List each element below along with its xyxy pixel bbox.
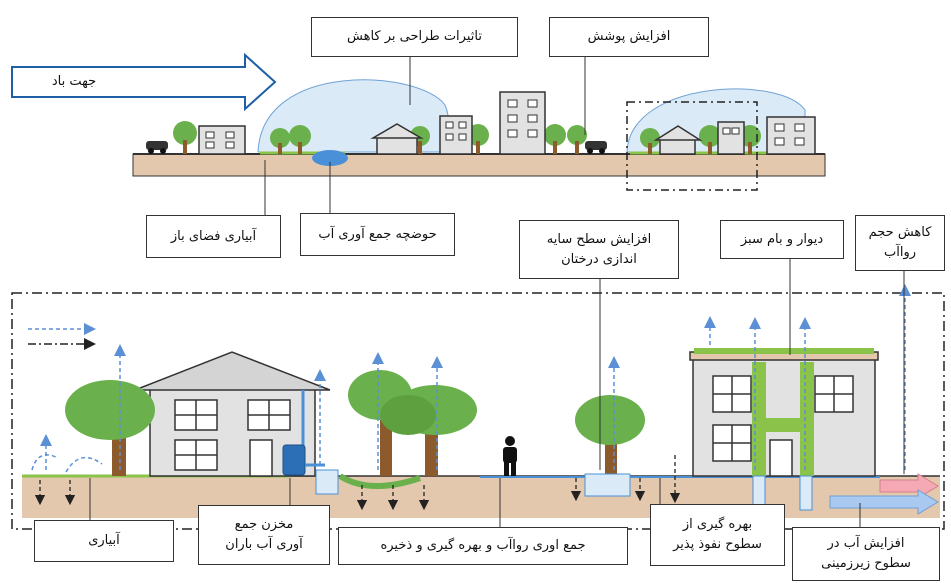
open-space-irrigation-label: آبیاری فضای باز — [146, 215, 281, 258]
infiltration-box — [584, 473, 631, 497]
house-t1 — [376, 136, 418, 155]
bottom-ground — [22, 476, 940, 518]
water-collection-pool-label: حوضچه جمع آوری آب — [300, 213, 455, 256]
car-left — [146, 141, 168, 154]
rainwater-tank-label: مخزن جمع آوری آب باران — [198, 505, 330, 565]
green-building — [689, 351, 879, 477]
collection-pool — [312, 150, 348, 166]
building-t3 — [499, 91, 546, 155]
permeable-surfaces-label: بهره گیری از سطوح نفوذ پذیر — [650, 504, 785, 566]
swale — [338, 473, 421, 489]
house-t2 — [659, 138, 696, 155]
top-ground — [132, 153, 826, 177]
building-t4 — [717, 121, 745, 155]
building-t5 — [766, 116, 816, 155]
design-effects-label: تاثیرات طراحی بر کاهش — [311, 17, 518, 57]
increase-cover-label: افزایش پوشش — [549, 17, 709, 57]
car-right — [585, 141, 607, 154]
groundwater-increase-label: افزایش آب در سطوح زیرزمینی — [792, 527, 940, 581]
bottom-scene — [11, 259, 945, 530]
tree-shade-area-label: افزایش سطح سایه اندازی درختان — [519, 220, 679, 279]
rain-tank — [282, 444, 306, 476]
house-large — [134, 351, 331, 477]
groundwater-arrow-blue — [829, 489, 939, 515]
building-t2 — [439, 115, 473, 155]
zoom-box — [626, 101, 758, 191]
wind-arrow — [11, 52, 277, 112]
building-t1 — [198, 125, 246, 155]
wind-direction-label: جهت باد — [51, 74, 97, 89]
green-wall-roof-label: دیوار و بام سبز — [720, 220, 844, 259]
irrigation-label: آبیاری — [34, 520, 174, 562]
top-scene — [11, 52, 826, 215]
runoff-reduction-label: کاهش حجم رواآب — [855, 215, 945, 271]
groundwater-arrow-pink — [879, 473, 939, 499]
runoff-collection-label: جمع اوری رواآب و بهره گیری و ذخیره — [338, 527, 628, 565]
person-figure — [503, 436, 517, 476]
